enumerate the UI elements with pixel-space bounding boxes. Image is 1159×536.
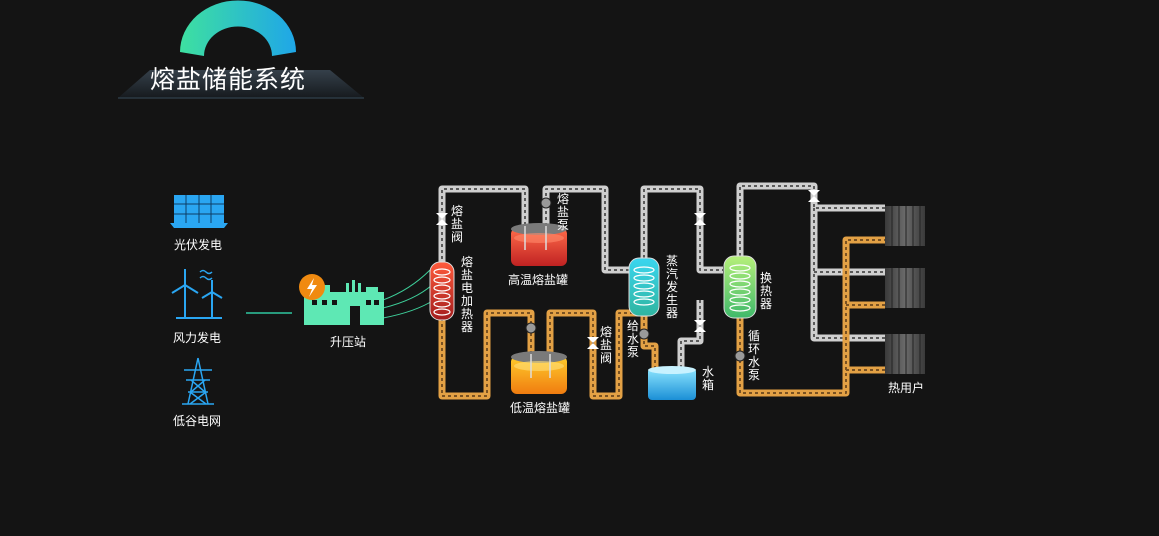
title-roof-shape bbox=[118, 70, 364, 98]
solar-panel-icon bbox=[170, 195, 228, 228]
feed-water-pump-label: 给水泵 bbox=[627, 319, 640, 359]
water-tank-label: 水箱 bbox=[702, 365, 715, 392]
substation-label: 升压站 bbox=[330, 335, 367, 349]
wind-label: 风力发电 bbox=[173, 331, 222, 345]
grid-label: 低谷电网 bbox=[173, 414, 222, 428]
heat-exchanger-icon bbox=[723, 255, 757, 319]
pump-icon bbox=[525, 197, 746, 362]
page-title: 熔盐储能系统 bbox=[150, 65, 307, 94]
heat-exchanger-label: 换热器 bbox=[760, 271, 773, 311]
salt-pump-label: 熔盐泵 bbox=[557, 192, 570, 232]
salt-valve-label-2: 熔盐阀 bbox=[600, 325, 613, 365]
valve-icon bbox=[436, 190, 820, 349]
salt-valve-label-1: 熔盐阀 bbox=[451, 204, 464, 244]
water-tank-icon bbox=[648, 366, 696, 400]
title-arc-icon bbox=[180, 0, 296, 57]
low-temp-tank-icon bbox=[511, 351, 567, 394]
low-temp-tank-label: 低温熔盐罐 bbox=[510, 401, 571, 415]
electric-heater-label: 熔盐电加热器 bbox=[461, 255, 474, 334]
heater-wires bbox=[382, 269, 435, 319]
steam-generator-label: 蒸汽发生器 bbox=[666, 254, 679, 320]
high-temp-tank-label: 高温熔盐罐 bbox=[508, 273, 569, 287]
title-logo bbox=[118, 0, 364, 99]
high-temp-tank-icon bbox=[511, 223, 567, 266]
transmission-tower-icon bbox=[182, 357, 214, 405]
wind-turbine-icon bbox=[171, 269, 223, 319]
solar-label: 光伏发电 bbox=[174, 238, 223, 252]
steam-generator-icon bbox=[628, 257, 660, 317]
heat-user-label: 热用户 bbox=[888, 381, 925, 395]
electric-heater-icon bbox=[429, 261, 455, 321]
circulating-pump-label: 循环水泵 bbox=[748, 329, 761, 382]
substation-icon bbox=[299, 274, 384, 325]
radiator-icon bbox=[885, 206, 925, 374]
